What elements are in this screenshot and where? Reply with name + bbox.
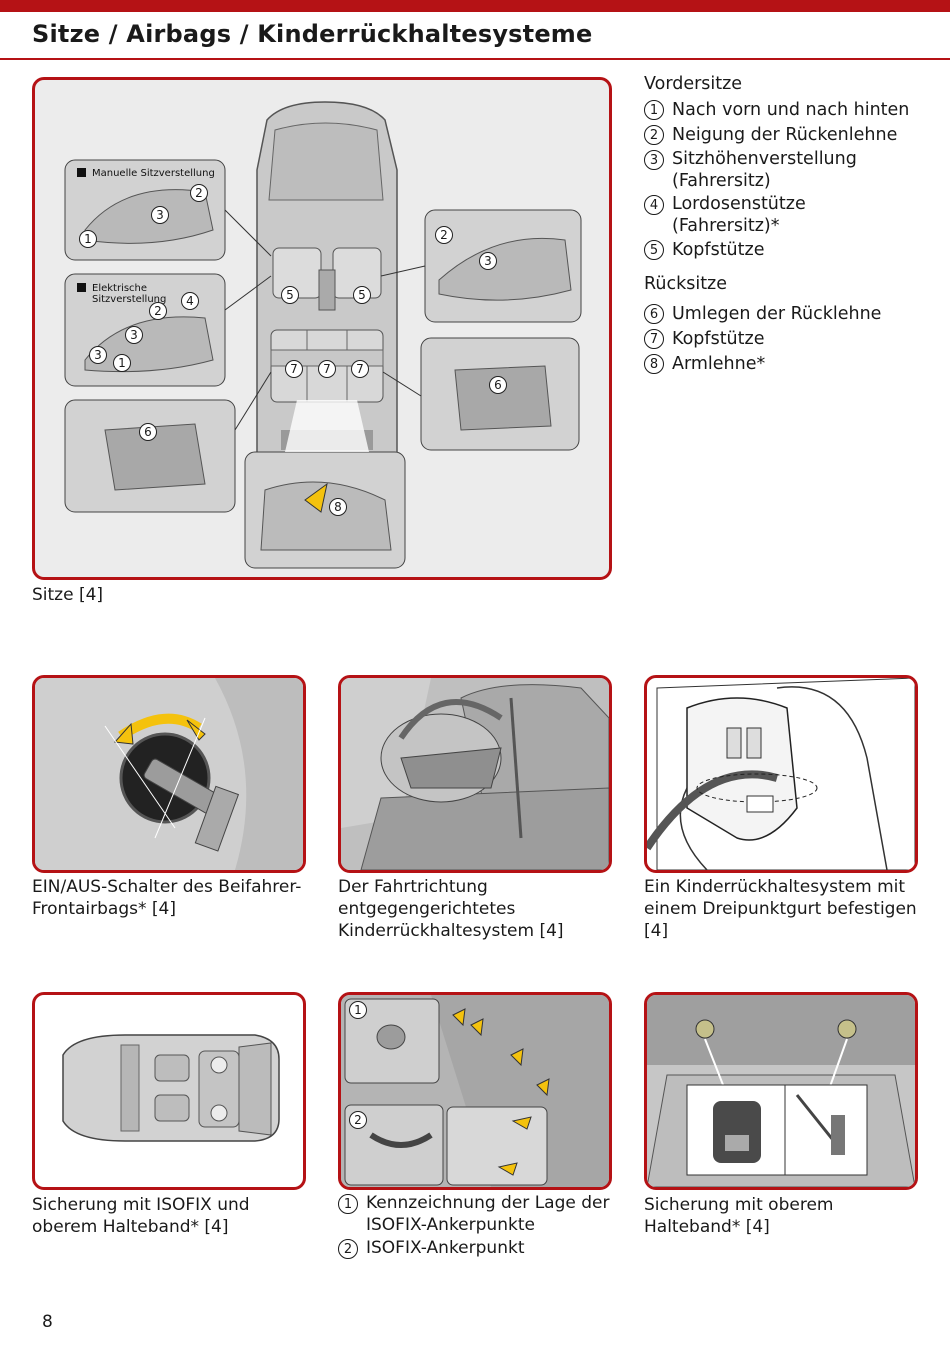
page-title: Sitze / Airbags / Kinderrückhaltesysteme <box>32 20 593 48</box>
number-circle: 2 <box>644 125 664 145</box>
callout-1: 1 <box>79 230 97 248</box>
number-circle: 7 <box>644 329 664 349</box>
three-point-belt-illustration <box>647 678 915 870</box>
top-tether-illustration <box>647 995 915 1187</box>
seats-illustration <box>64 101 582 569</box>
electric-adjust-label: Elektrische Sitzverstellung <box>77 283 166 305</box>
callout-3: 3 <box>125 326 143 344</box>
isofix-anchor-figure: 1 2 <box>338 992 612 1190</box>
airbag-switch-illustration <box>35 678 303 870</box>
title-divider <box>0 58 950 60</box>
square-bullet-icon <box>77 283 86 292</box>
callout-4: 4 <box>181 292 199 310</box>
callout-3: 3 <box>479 252 497 270</box>
number-circle: 4 <box>644 195 664 215</box>
number-circle: 2 <box>338 1239 358 1259</box>
rear-facing-seat-illustration <box>341 678 609 870</box>
callout-1: 1 <box>349 1001 367 1019</box>
callout-2: 2 <box>149 302 167 320</box>
isofix-tether-figure <box>32 992 306 1190</box>
number-circle: 1 <box>338 1194 358 1214</box>
isofix-tether-illustration <box>62 1034 280 1142</box>
rear-seats-heading: Rücksitze <box>644 274 728 294</box>
rear-facing-caption: Der Fahrtrichtung entgegengerichtetes Ki… <box>338 877 564 941</box>
page-number: 8 <box>42 1312 53 1332</box>
callout-1: 1 <box>113 354 131 372</box>
top-tether-caption: Sicherung mit oberem Halteband* [4] <box>644 1195 834 1237</box>
airbag-switch-caption: EIN/AUS-Schalter des Beifahrer-Frontairb… <box>32 877 302 919</box>
rear-facing-seat-figure <box>338 675 612 873</box>
number-circle: 5 <box>644 240 664 260</box>
callout-2: 2 <box>190 184 208 202</box>
manual-adjust-label: Manuelle Sitzverstellung <box>77 168 215 179</box>
top-accent-bar <box>0 0 950 12</box>
callout-7: 7 <box>285 360 303 378</box>
callout-6: 6 <box>489 376 507 394</box>
callout-6: 6 <box>139 423 157 441</box>
seats-caption: Sitze [4] <box>32 585 104 605</box>
front-seats-heading: Vordersitze <box>644 74 743 94</box>
callout-5: 5 <box>353 286 371 304</box>
three-point-belt-figure <box>644 675 918 873</box>
isofix-tether-caption: Sicherung mit ISOFIX und oberem Halteban… <box>32 1195 250 1237</box>
callout-7: 7 <box>351 360 369 378</box>
callout-2: 2 <box>435 226 453 244</box>
number-circle: 8 <box>644 354 664 374</box>
callout-8: 8 <box>329 498 347 516</box>
number-circle: 3 <box>644 150 664 170</box>
isofix-anchor-illustration <box>341 995 609 1187</box>
number-circle: 6 <box>644 304 664 324</box>
square-bullet-icon <box>77 168 86 177</box>
three-point-caption: Ein Kinderrückhaltesystem mit einem Drei… <box>644 877 917 941</box>
callout-3: 3 <box>151 206 169 224</box>
top-tether-figure <box>644 992 918 1190</box>
seats-figure: Manuelle Sitzverstellung Elektrische Sit… <box>32 77 612 580</box>
number-circle: 1 <box>644 100 664 120</box>
callout-7: 7 <box>318 360 336 378</box>
callout-3: 3 <box>89 346 107 364</box>
callout-5: 5 <box>281 286 299 304</box>
callout-2: 2 <box>349 1111 367 1129</box>
airbag-switch-figure <box>32 675 306 873</box>
